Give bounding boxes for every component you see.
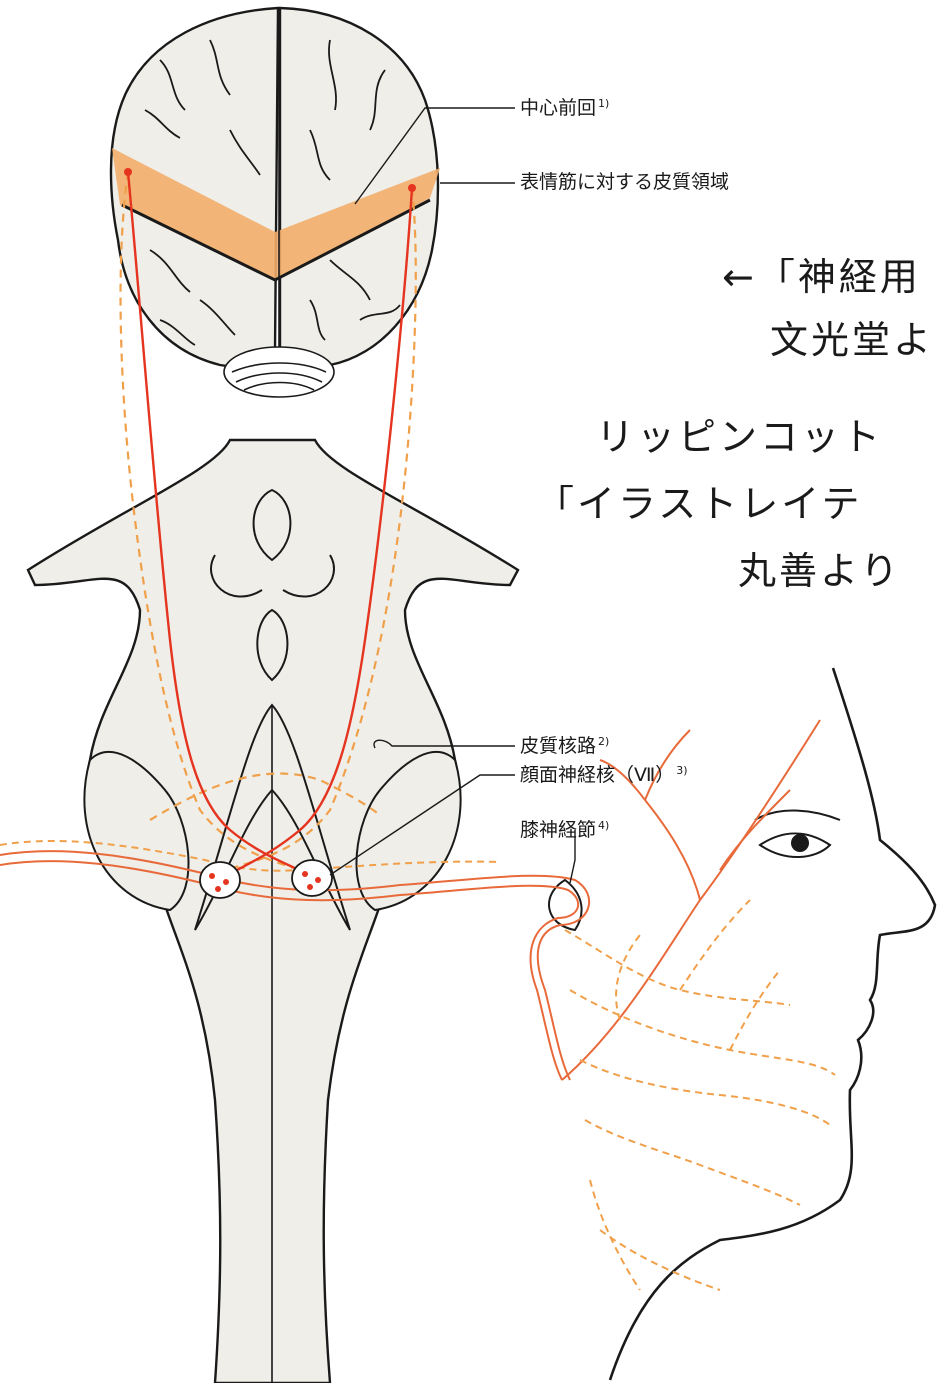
caption-line-1: ←「神経用 [722, 258, 921, 296]
brainstem [26, 438, 520, 1383]
leader-lines [329, 107, 576, 884]
cerebellum-folia [223, 346, 335, 398]
facial-nerve-trunk [0, 719, 821, 1081]
right-peduncle [355, 750, 462, 912]
caption-line-5: 丸善より [738, 552, 902, 590]
ipsilateral-tracts [119, 171, 417, 872]
caption-line-4: 「イラストレイテ [536, 485, 863, 523]
central-sulcus-line [121, 198, 431, 282]
caption-line-2: 文光堂よ [770, 321, 935, 359]
caption-line-3: リッピンコット [596, 418, 884, 456]
colliculi [210, 488, 335, 682]
label-facial-nucleus: 顔面神経核（Ⅶ）3) [520, 764, 688, 786]
gyri-detail [144, 39, 401, 346]
left-hemisphere [109, 6, 280, 368]
eye-icon [754, 809, 841, 858]
cortex-neuron-cells [124, 168, 416, 192]
facial-nerve-branches [0, 839, 836, 1291]
facial-nucleus-left [199, 861, 241, 899]
facial-nucleus-right [291, 859, 333, 897]
face-outline [608, 667, 937, 1381]
label-cortical-area: 表情筋に対する皮質領域 [520, 171, 730, 193]
contralateral-tracts [126, 171, 414, 877]
left-peduncle [83, 750, 190, 912]
cortical-band [112, 148, 440, 280]
